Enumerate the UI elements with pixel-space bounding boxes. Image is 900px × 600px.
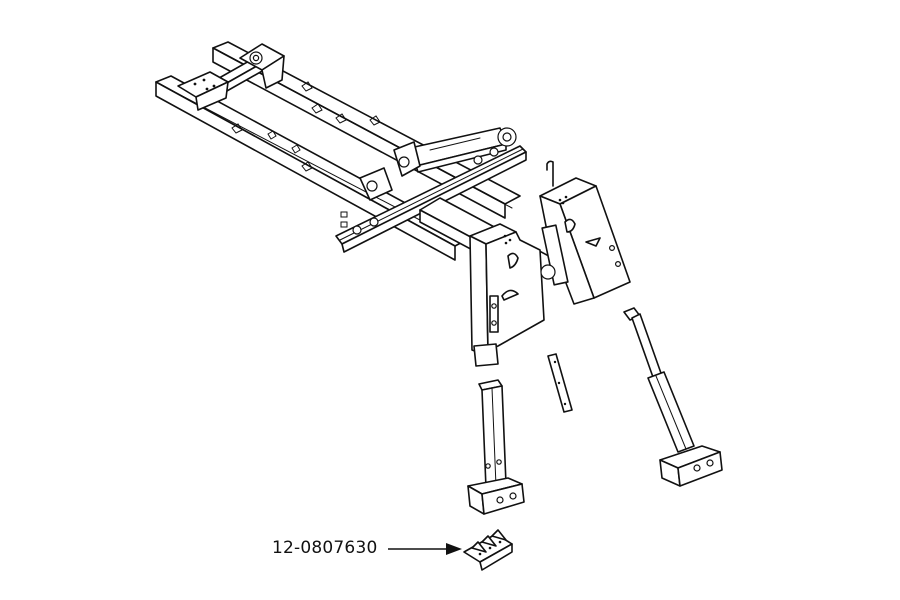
callout-arrow bbox=[388, 543, 462, 555]
left-leg-tube bbox=[467, 379, 525, 515]
part-number-label: 12-0807630 bbox=[272, 538, 378, 558]
right-leg-mount bbox=[539, 160, 631, 305]
left-leg-mount bbox=[469, 223, 545, 367]
right-jack-cylinder bbox=[623, 307, 723, 487]
hydraulic-cylinder bbox=[359, 127, 517, 201]
splice-plate bbox=[547, 353, 573, 413]
foot-pad-part bbox=[463, 529, 513, 571]
